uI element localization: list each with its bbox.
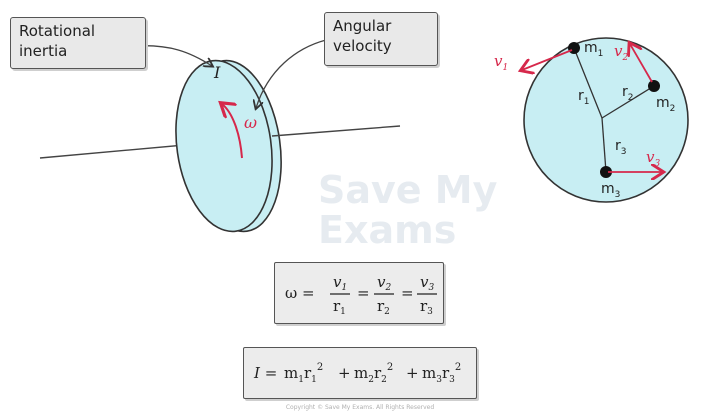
- inertia-symbol: I: [213, 63, 221, 82]
- term-2: m2r22: [354, 362, 393, 385]
- fraction-1-denominator: r1: [333, 297, 346, 317]
- velocity-arrow-1: [522, 49, 573, 70]
- fraction-3-numerator: v3: [420, 273, 434, 293]
- radius-line-2: [601, 85, 655, 119]
- fraction-2-numerator: v2: [377, 273, 391, 293]
- mass-dot-2: [648, 80, 660, 92]
- radius-line-1: [573, 47, 603, 119]
- omega-leader: [256, 39, 327, 108]
- radius-label-2: r2: [622, 84, 634, 103]
- inertia-formula-lhs: I =: [253, 364, 277, 382]
- formula-1-equals-2: =: [401, 284, 414, 302]
- angular-velocity-label: Angular velocity: [324, 12, 438, 66]
- radius-line-3: [601, 117, 607, 173]
- fraction-3-denominator: r3: [420, 297, 433, 317]
- rotational-inertia-label: Rotational inertia: [10, 17, 146, 69]
- term-3: m3r32: [422, 362, 461, 385]
- velocity-label-2: v2: [614, 42, 628, 63]
- fraction-2-denominator: r2: [377, 297, 390, 317]
- system-circle: [523, 37, 689, 203]
- inertia-formula: I = m1r12 + m2r22 + m3r32: [253, 362, 461, 385]
- mass-label-3: m3: [601, 181, 620, 200]
- formula-2-plus-2: +: [406, 364, 419, 382]
- radius-label-3: r3: [615, 138, 627, 157]
- fraction-1-numerator: v1: [333, 273, 347, 293]
- copyright-notice: Copyright © Save My Exams. All Rights Re…: [285, 404, 435, 411]
- watermark-line-2: Exams: [318, 208, 457, 252]
- axis-line-right: [271, 125, 401, 137]
- velocity-arrow-2: [630, 44, 653, 83]
- angular-velocity-line-1: Angular: [333, 17, 392, 35]
- rotation-arrow: [222, 104, 243, 159]
- radius-label-1: r1: [578, 88, 590, 107]
- mass-dot-3: [600, 166, 612, 178]
- mass-label-1: m1: [584, 40, 603, 59]
- omega-formula-lhs: ω =: [285, 284, 315, 302]
- mass-label-2: m2: [656, 95, 675, 114]
- watermark: Save My Exams: [318, 170, 497, 250]
- rotational-inertia-line-1: Rotational: [19, 22, 96, 40]
- watermark-line-1: Save My: [318, 168, 498, 212]
- formula-1-equals-1: =: [357, 284, 370, 302]
- mass-dot-1: [568, 42, 580, 54]
- velocity-label-3: v3: [646, 148, 660, 169]
- velocity-label-1: v1: [494, 52, 508, 73]
- omega-symbol: ω: [244, 113, 257, 132]
- rotational-inertia-line-2: inertia: [19, 42, 68, 60]
- angular-velocity-line-2: velocity: [333, 37, 392, 55]
- omega-formula: ω = v1 r1 = v2 r2 = v3 r3: [285, 273, 437, 317]
- term-1: m1r12: [284, 362, 323, 385]
- inertia-formula-box: I = m1r12 + m2r22 + m3r32: [243, 347, 477, 399]
- omega-formula-box: ω = v1 r1 = v2 r2 = v3 r3: [274, 262, 444, 324]
- formula-2-plus-1: +: [338, 364, 351, 382]
